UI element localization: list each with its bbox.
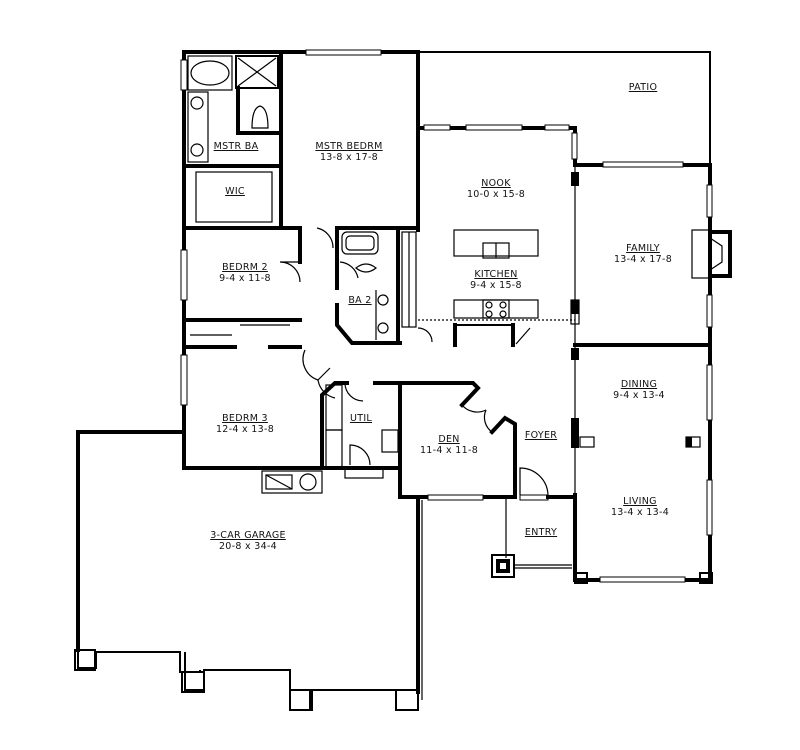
room-name: BA 2	[348, 295, 372, 306]
room-name: NOOK	[481, 178, 511, 189]
room-name: 3-CAR GARAGE	[210, 530, 286, 541]
room-dims: 9-4 x 13-4	[613, 390, 665, 401]
room-dims: 12-4 x 13-8	[215, 424, 275, 435]
room-dims: 10-0 x 15-8	[466, 189, 526, 200]
master-suite-walls	[180, 49, 420, 232]
room-label-wic: WIC	[225, 186, 245, 197]
room-dims: 20-8 x 34-4	[218, 541, 278, 552]
room-label-util: UTIL	[350, 413, 372, 424]
room-label-bedrm-3: BEDRM 3 12-4 x 13-8	[216, 413, 274, 435]
room-name: BEDRM 2	[222, 262, 268, 273]
room-label-entry: ENTRY	[525, 527, 557, 538]
room-label-family: FAMILY 13-4 x 17-8	[614, 243, 672, 265]
room-label-kitchen: KITCHEN 9-4 x 15-8	[470, 269, 522, 291]
patio-outline	[418, 51, 711, 168]
bedroom-wing-walls	[180, 226, 417, 494]
room-name: PATIO	[628, 82, 658, 93]
room-label-dining: DINING 9-4 x 13-4	[613, 379, 665, 401]
room-dims: 11-4 x 11-8	[419, 445, 479, 456]
room-name: DEN	[438, 434, 460, 445]
garage-walls	[74, 430, 423, 711]
room-label-living: LIVING 13-4 x 13-4	[611, 496, 669, 518]
room-dims: 13-4 x 17-8	[613, 254, 673, 265]
room-dims: 9-4 x 11-8	[219, 273, 271, 284]
room-dims: 13-8 x 17-8	[319, 152, 379, 163]
room-name: MSTR BEDRM	[315, 141, 383, 152]
room-name: DINING	[620, 379, 658, 390]
room-name: MSTR BA	[213, 141, 259, 152]
room-label-nook: NOOK 10-0 x 15-8	[467, 178, 525, 200]
room-name: BEDRM 3	[222, 413, 268, 424]
room-name: FOYER	[524, 430, 558, 441]
room-label-foyer: FOYER	[525, 430, 557, 441]
room-name: LIVING	[623, 496, 657, 507]
room-name: UTIL	[349, 413, 373, 424]
room-name: FAMILY	[626, 243, 660, 254]
room-label-mstr-ba: MSTR BA	[214, 141, 259, 152]
room-label-ba-2: BA 2	[348, 295, 371, 306]
room-label-den: DEN 11-4 x 11-8	[420, 434, 478, 456]
room-label-mstr-bedrm: MSTR BEDRM 13-8 x 17-8	[315, 141, 382, 163]
room-label-garage: 3-CAR GARAGE 20-8 x 34-4	[210, 530, 286, 552]
room-dims: 13-4 x 13-4	[610, 507, 670, 518]
room-name: WIC	[225, 186, 245, 197]
room-name: KITCHEN	[474, 269, 518, 280]
den-foyer-walls	[398, 381, 577, 578]
room-label-patio: PATIO	[629, 82, 657, 93]
dining-living-walls	[571, 343, 713, 584]
room-label-bedrm-2: BEDRM 2 9-4 x 11-8	[219, 262, 271, 284]
room-dims: 9-4 x 15-8	[470, 280, 522, 291]
room-name: ENTRY	[524, 527, 558, 538]
